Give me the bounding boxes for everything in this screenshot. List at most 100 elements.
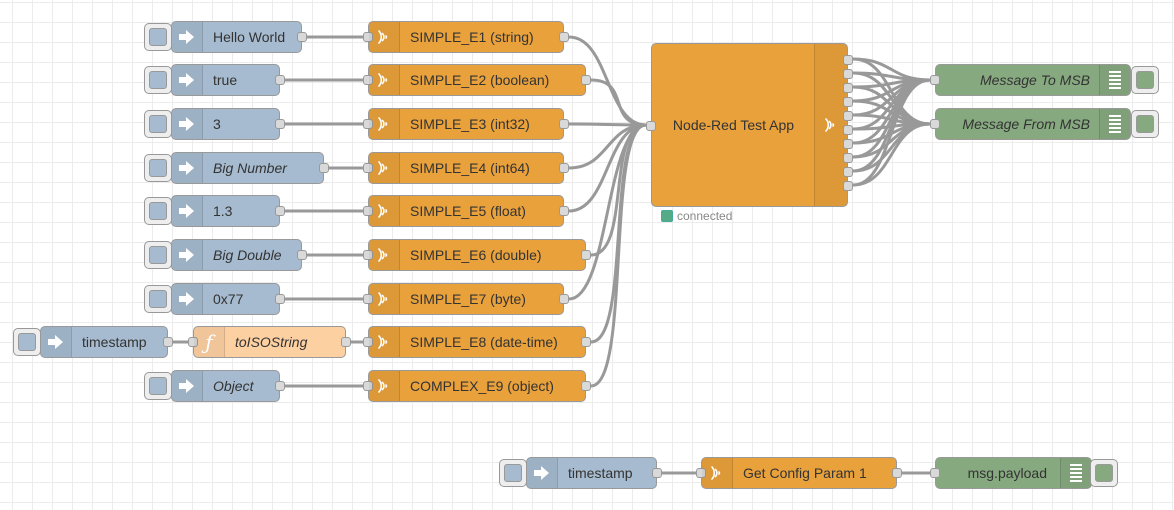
output-port[interactable] — [275, 294, 285, 304]
inject-trigger-button[interactable] — [144, 285, 172, 313]
msb-application-node[interactable]: Node-Red Test App — [646, 43, 853, 207]
input-port[interactable] — [930, 75, 940, 85]
node-label: Get Config Param 1 — [743, 465, 867, 481]
msb-node-simple-e8[interactable]: SIMPLE_E8 (date-time) — [363, 326, 591, 358]
output-port[interactable] — [559, 119, 569, 129]
output-port[interactable] — [843, 55, 853, 65]
output-port[interactable] — [275, 381, 285, 391]
wire[interactable] — [852, 122, 931, 187]
output-port[interactable] — [843, 125, 853, 135]
wire[interactable] — [852, 78, 931, 187]
msb-node-simple-e1[interactable]: SIMPLE_E1 (string) — [363, 21, 569, 53]
msb-node-simple-e6[interactable]: SIMPLE_E6 (double) — [363, 239, 591, 271]
debug-node-msg-payload[interactable]: msg.payload — [930, 457, 1092, 489]
inject-trigger-button[interactable] — [144, 154, 172, 182]
input-port[interactable] — [363, 206, 373, 216]
output-port[interactable] — [843, 139, 853, 149]
msb-node-simple-e7[interactable]: SIMPLE_E7 (byte) — [363, 283, 569, 315]
output-port[interactable] — [843, 167, 853, 177]
inject-trigger-button[interactable] — [144, 66, 172, 94]
inject-trigger-button[interactable] — [144, 197, 172, 225]
inject-trigger-button[interactable] — [144, 372, 172, 400]
output-port[interactable] — [341, 337, 351, 347]
inject-trigger-button[interactable] — [144, 110, 172, 138]
input-port[interactable] — [363, 381, 373, 391]
debug-toggle-button[interactable] — [1131, 66, 1159, 94]
input-port[interactable] — [188, 337, 198, 347]
debug-node-message-to-msb[interactable]: Message To MSB — [930, 64, 1131, 96]
debug-toggle-button[interactable] — [1131, 110, 1159, 138]
inject-node-3[interactable]: 3 — [171, 108, 285, 140]
input-port[interactable] — [930, 468, 940, 478]
debug-list-icon — [1060, 458, 1091, 488]
input-port[interactable] — [696, 468, 706, 478]
output-port[interactable] — [275, 206, 285, 216]
function-node-to-iso-string[interactable]: ƒ toISOString — [188, 326, 351, 358]
output-port[interactable] — [843, 83, 853, 93]
wifi-signal-icon — [369, 109, 400, 139]
node-label: msg.payload — [967, 465, 1047, 481]
input-port[interactable] — [930, 119, 940, 129]
output-port[interactable] — [559, 163, 569, 173]
debug-node-message-from-msb[interactable]: Message From MSB — [930, 108, 1131, 140]
output-port[interactable] — [559, 206, 569, 216]
msb-node-simple-e3[interactable]: SIMPLE_E3 (int32) — [363, 108, 569, 140]
inject-node-0x77[interactable]: 0x77 — [171, 283, 285, 315]
node-label: SIMPLE_E6 (double) — [410, 247, 542, 263]
msb-node-complex-e9[interactable]: COMPLEX_E9 (object) — [363, 370, 591, 402]
output-port[interactable] — [297, 32, 307, 42]
inject-node-1-3[interactable]: 1.3 — [171, 195, 285, 227]
wire[interactable] — [590, 78, 647, 127]
output-port[interactable] — [559, 32, 569, 42]
input-port[interactable] — [363, 119, 373, 129]
msb-node-simple-e4[interactable]: SIMPLE_E4 (int64) — [363, 152, 569, 184]
wifi-signal-icon — [369, 327, 400, 357]
output-port[interactable] — [275, 75, 285, 85]
debug-toggle-button[interactable] — [1090, 459, 1118, 487]
inject-node-hello-world[interactable]: Hello World — [171, 21, 307, 53]
input-port[interactable] — [363, 250, 373, 260]
msb-node-get-config-param[interactable]: Get Config Param 1 — [696, 457, 902, 489]
output-port[interactable] — [843, 97, 853, 107]
output-port[interactable] — [275, 119, 285, 129]
wifi-signal-icon — [369, 153, 400, 183]
output-port[interactable] — [581, 75, 591, 85]
node-label: SIMPLE_E8 (date-time) — [410, 334, 558, 350]
msb-node-simple-e2[interactable]: SIMPLE_E2 (boolean) — [363, 64, 591, 96]
output-port[interactable] — [843, 111, 853, 121]
input-port[interactable] — [363, 163, 373, 173]
output-port[interactable] — [843, 181, 853, 191]
output-port[interactable] — [843, 153, 853, 163]
output-port[interactable] — [892, 468, 902, 478]
output-port[interactable] — [319, 163, 329, 173]
output-port[interactable] — [559, 294, 569, 304]
wire[interactable] — [568, 122, 647, 127]
wire[interactable] — [568, 123, 647, 301]
output-port[interactable] — [297, 250, 307, 260]
node-label: 1.3 — [213, 203, 233, 219]
inject-trigger-button[interactable] — [499, 459, 527, 487]
input-port[interactable] — [363, 294, 373, 304]
input-port[interactable] — [363, 32, 373, 42]
inject-trigger-button[interactable] — [144, 241, 172, 269]
input-port[interactable] — [363, 75, 373, 85]
output-port[interactable] — [581, 381, 591, 391]
output-port[interactable] — [843, 69, 853, 79]
inject-node-big-double[interactable]: Big Double — [171, 239, 307, 271]
msb-node-simple-e5[interactable]: SIMPLE_E5 (float) — [363, 195, 569, 227]
inject-node-object[interactable]: Object — [171, 370, 285, 402]
inject-trigger-button[interactable] — [13, 328, 41, 356]
output-port[interactable] — [163, 337, 173, 347]
inject-node-big-number[interactable]: Big Number — [171, 152, 329, 184]
inject-node-true[interactable]: true — [171, 64, 285, 96]
output-port[interactable] — [581, 337, 591, 347]
inject-trigger-button[interactable] — [144, 23, 172, 51]
wire[interactable] — [590, 123, 647, 388]
input-port[interactable] — [646, 121, 656, 131]
inject-node-timestamp[interactable]: timestamp — [40, 326, 173, 358]
inject-node-timestamp-2[interactable]: timestamp — [526, 457, 662, 489]
output-port[interactable] — [652, 468, 662, 478]
output-port[interactable] — [581, 250, 591, 260]
wifi-signal-icon — [369, 22, 400, 52]
input-port[interactable] — [363, 337, 373, 347]
